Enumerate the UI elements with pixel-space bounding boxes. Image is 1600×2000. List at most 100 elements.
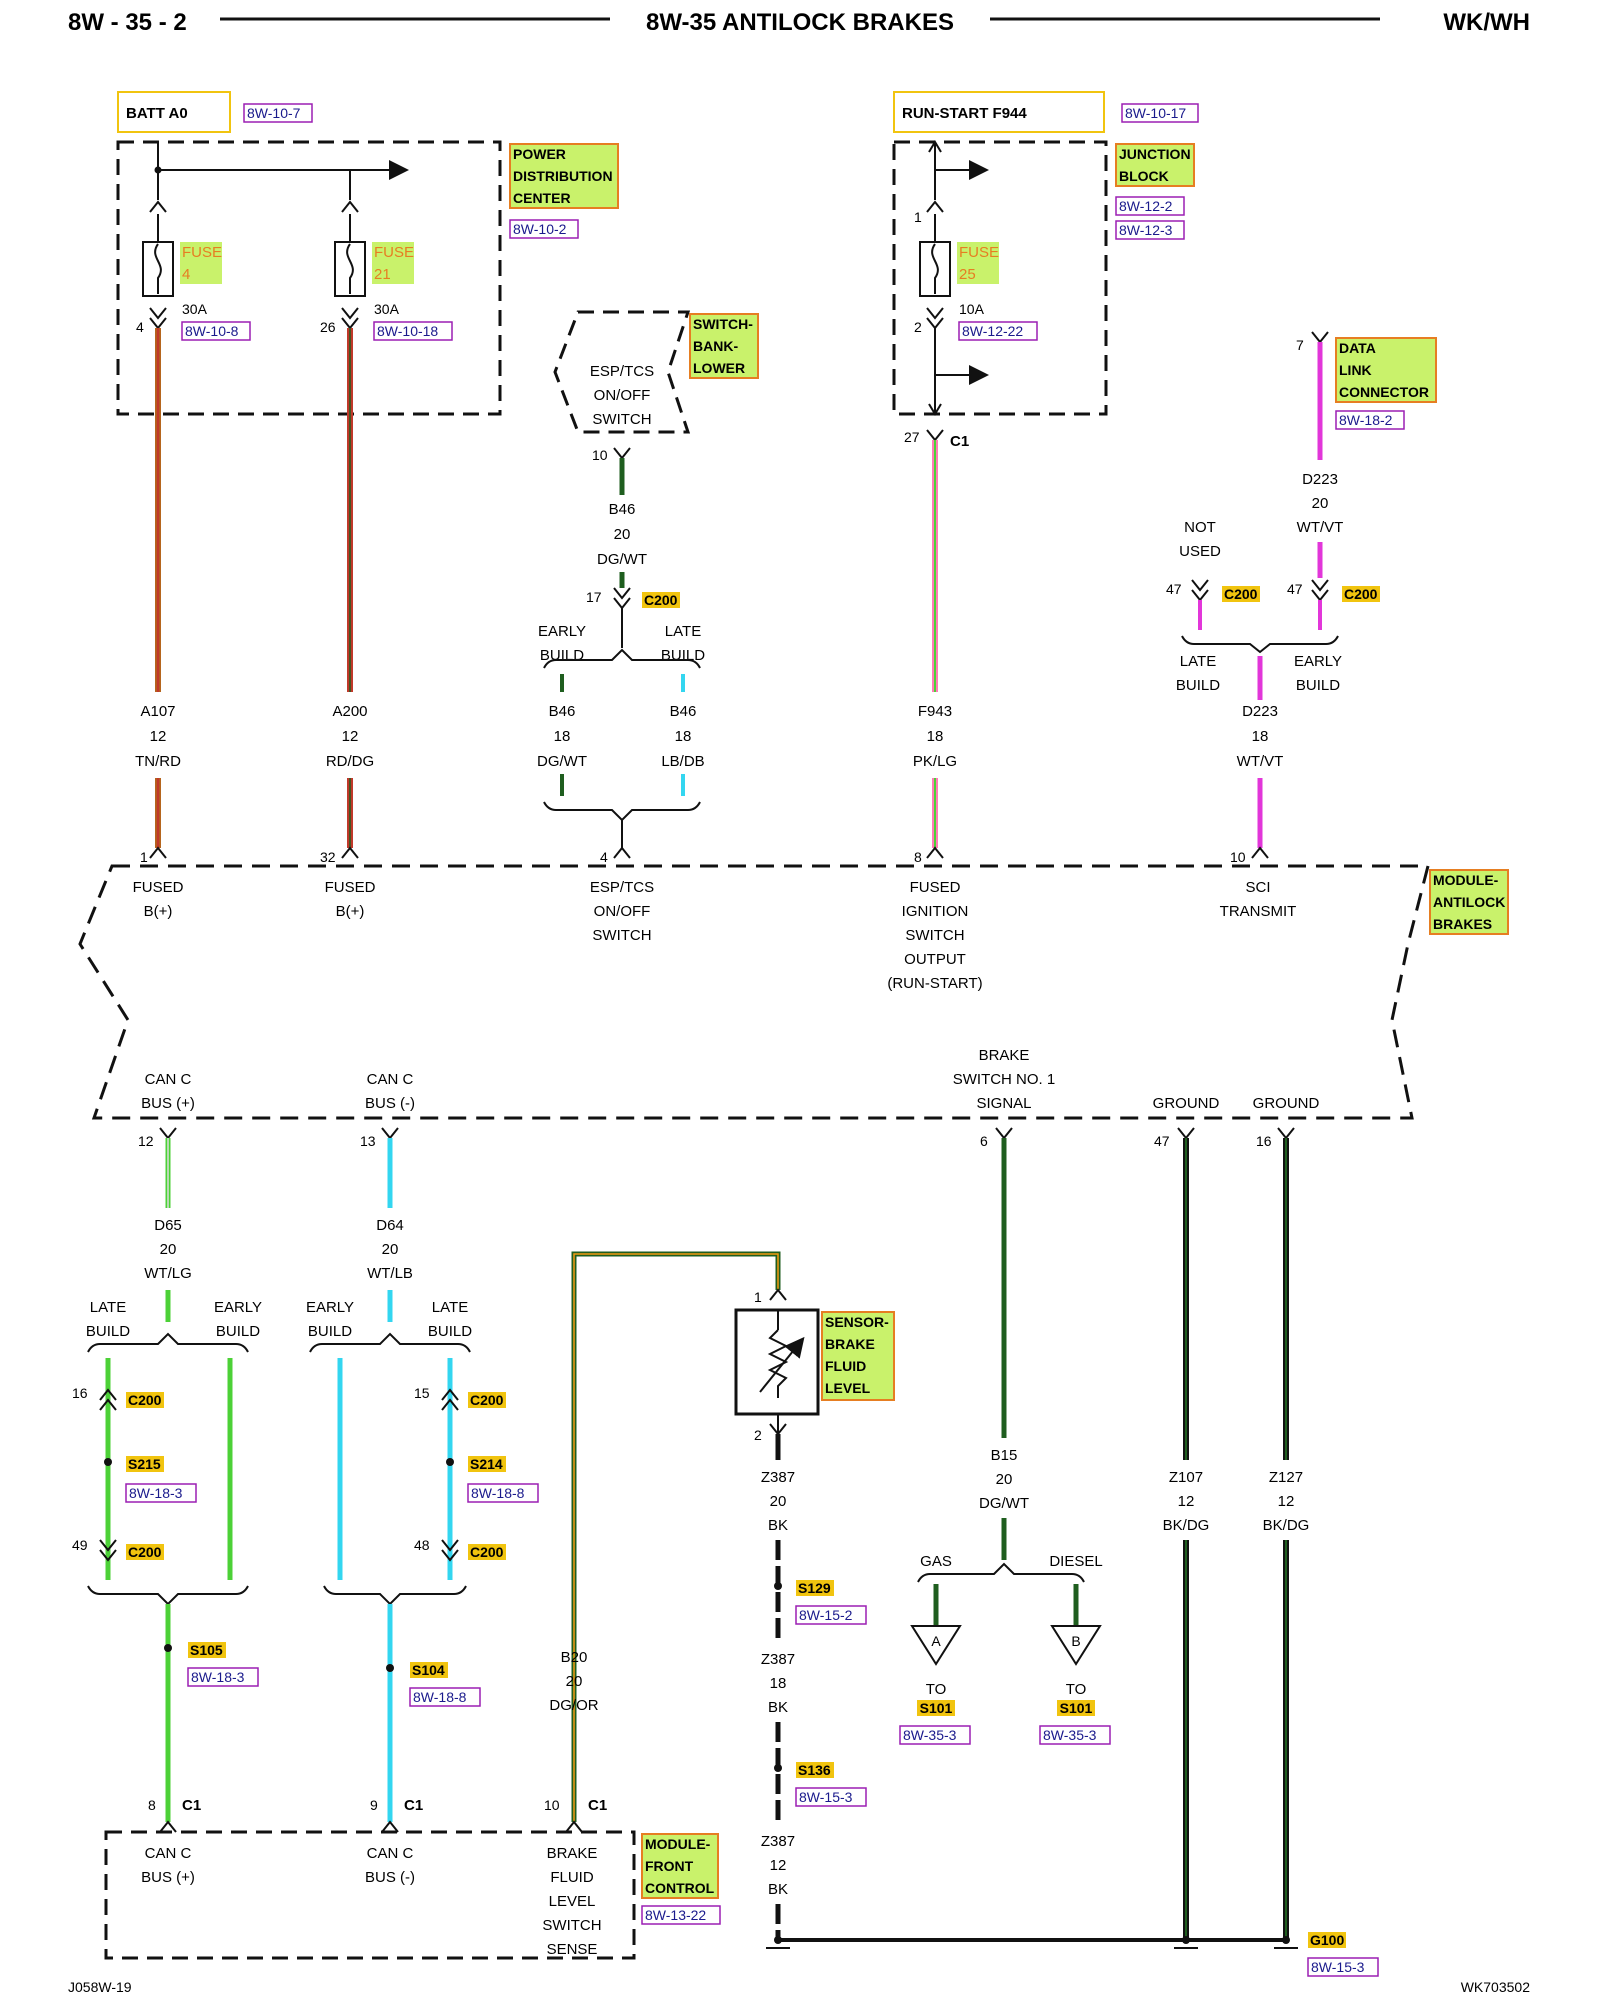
a200-color: RD/DG — [326, 753, 374, 770]
fuse25-element — [931, 243, 939, 294]
fuse25-name: FUSE — [959, 244, 999, 261]
abs-fused1-1: FUSED — [133, 879, 184, 896]
dlc-name-1: DATA — [1339, 340, 1376, 356]
z387a-color: BK — [768, 1517, 788, 1534]
offpage-a-ref-box — [899, 1725, 971, 1745]
fcm-ref: 8W-13-22 — [645, 1907, 706, 1923]
c200-pin-47-notused: 47 — [1166, 581, 1182, 597]
b46-20-color: DG/WT — [597, 551, 647, 568]
fcm-pin-10-c1: C1 — [588, 1797, 607, 1814]
s129-ref-box — [795, 1605, 867, 1625]
fuse21-ref-box — [373, 321, 453, 341]
g100-ref: 8W-15-3 — [1311, 1959, 1365, 1975]
abs-pin-12: 12 — [138, 1133, 154, 1149]
s215-ref-box — [125, 1483, 197, 1503]
d223-20-color: WT/VT — [1297, 519, 1344, 536]
s129-tag-box — [796, 1580, 834, 1596]
abs-name-3: BRAKES — [1433, 916, 1492, 932]
s214-tag-box — [468, 1456, 506, 1472]
s136-ref-box — [795, 1787, 867, 1807]
b46-lb-color: LB/DB — [661, 753, 704, 770]
batt-a0-label: BATT A0 — [126, 105, 188, 122]
s105-tag-box — [188, 1642, 226, 1658]
fuse25-top-pin: 1 — [914, 209, 922, 225]
abs-module-boundary — [78, 864, 1430, 1120]
abs-fused32-1: FUSED — [325, 879, 376, 896]
abs-pin-47: 47 — [1154, 1133, 1170, 1149]
abs-pin-1-connector — [149, 846, 167, 859]
d64-c200-48-connector — [441, 1539, 459, 1562]
dlc-name-box — [1335, 337, 1437, 403]
d64-upper-brace — [309, 1332, 471, 1353]
jb-boundary — [892, 140, 1108, 416]
s129-ref: 8W-15-2 — [799, 1607, 853, 1623]
esp-early-build-2: BUILD — [540, 647, 584, 664]
fcm-boundary — [104, 1830, 636, 1960]
ground-dot-z127 — [1282, 1936, 1290, 1944]
runstart-ref: 8W-10-17 — [1125, 105, 1186, 121]
d223-late-build-1: LATE — [1180, 653, 1216, 670]
d65-c200-pin-16: 16 — [72, 1385, 88, 1401]
abs-pin-13-connector — [381, 1127, 399, 1140]
jb-name-1: JUNCTION — [1119, 146, 1191, 162]
fcm-pin-8-connector — [159, 1820, 177, 1833]
offpage-a-triangle — [910, 1625, 962, 1666]
d64-lower-brace — [323, 1585, 467, 1606]
fuse4-element — [154, 243, 162, 294]
jb-name-box — [1115, 143, 1195, 187]
s214-dot — [446, 1458, 454, 1466]
switch-pin-10-connector — [613, 447, 631, 460]
d65-gauge: 20 — [160, 1241, 177, 1258]
s104-name: S104 — [412, 1662, 445, 1678]
page-number: 8W - 35 - 2 — [68, 9, 187, 36]
s215-ref: 8W-18-3 — [129, 1485, 183, 1501]
abs-pin-4: 4 — [600, 849, 608, 865]
d64-gauge: 20 — [382, 1241, 399, 1258]
footer-sheet-code: WK703502 — [1461, 1979, 1530, 1995]
d64-c200-pin-15: 15 — [414, 1385, 430, 1401]
a107-color: TN/RD — [135, 753, 181, 770]
d65-lower-brace — [87, 1585, 249, 1606]
abs-esp-1: ESP/TCS — [590, 879, 654, 896]
c1-pin-27: 27 — [904, 429, 920, 445]
d65-c200-49-connector — [99, 1539, 117, 1562]
d65-c200-16-tag: C200 — [128, 1392, 162, 1408]
sensor-pin-1: 1 — [754, 1289, 762, 1305]
jb-ref1-box — [1115, 196, 1185, 216]
sensor-name-1: SENSOR- — [825, 1314, 889, 1330]
d223-early-build-2: BUILD — [1296, 677, 1340, 694]
fcm-canp-1: CAN C — [145, 1845, 192, 1862]
b46-lb-gauge: 18 — [675, 728, 692, 745]
b46-20-code: B46 — [609, 501, 636, 518]
s105-ref-box — [187, 1667, 259, 1687]
batt-ref: 8W-10-7 — [247, 105, 301, 121]
d65-c200-pin-49: 49 — [72, 1537, 88, 1553]
d64-c200-pin-48: 48 — [414, 1537, 430, 1553]
ground-dot-z387 — [774, 1936, 782, 1944]
sensor-name-box — [821, 1311, 895, 1401]
abs-brake-2: SWITCH NO. 1 — [953, 1071, 1056, 1088]
c200-pin-17: 17 — [586, 589, 602, 605]
s214-name: S214 — [470, 1456, 503, 1472]
s104-ref-box — [409, 1687, 481, 1707]
z387a-code: Z387 — [761, 1469, 795, 1486]
fcm-pin-8: 8 — [148, 1797, 156, 1813]
jb-ref-1: 8W-12-2 — [1119, 198, 1173, 214]
c200-dlc-tag-box — [1342, 586, 1380, 602]
d223-late-build-2: BUILD — [1176, 677, 1220, 694]
b15-color: DG/WT — [979, 1495, 1029, 1512]
abs-name-box — [1429, 869, 1509, 935]
s136-name: S136 — [798, 1762, 831, 1778]
abs-pin-32: 32 — [320, 849, 336, 865]
fuse25-label-box — [957, 242, 999, 284]
abs-name-1: MODULE- — [1433, 872, 1499, 888]
d65-early-1: EARLY — [214, 1299, 262, 1316]
diesel-label: DIESEL — [1049, 1553, 1102, 1570]
abs-ground-2: GROUND — [1253, 1095, 1320, 1112]
abs-pin-47-connector — [1177, 1127, 1195, 1140]
jb-name-2: BLOCK — [1119, 168, 1169, 184]
vehicle-code: WK/WH — [1443, 9, 1530, 36]
fuse21-ref: 8W-10-18 — [377, 323, 438, 339]
fcm-name-2: FRONT — [645, 1858, 694, 1874]
